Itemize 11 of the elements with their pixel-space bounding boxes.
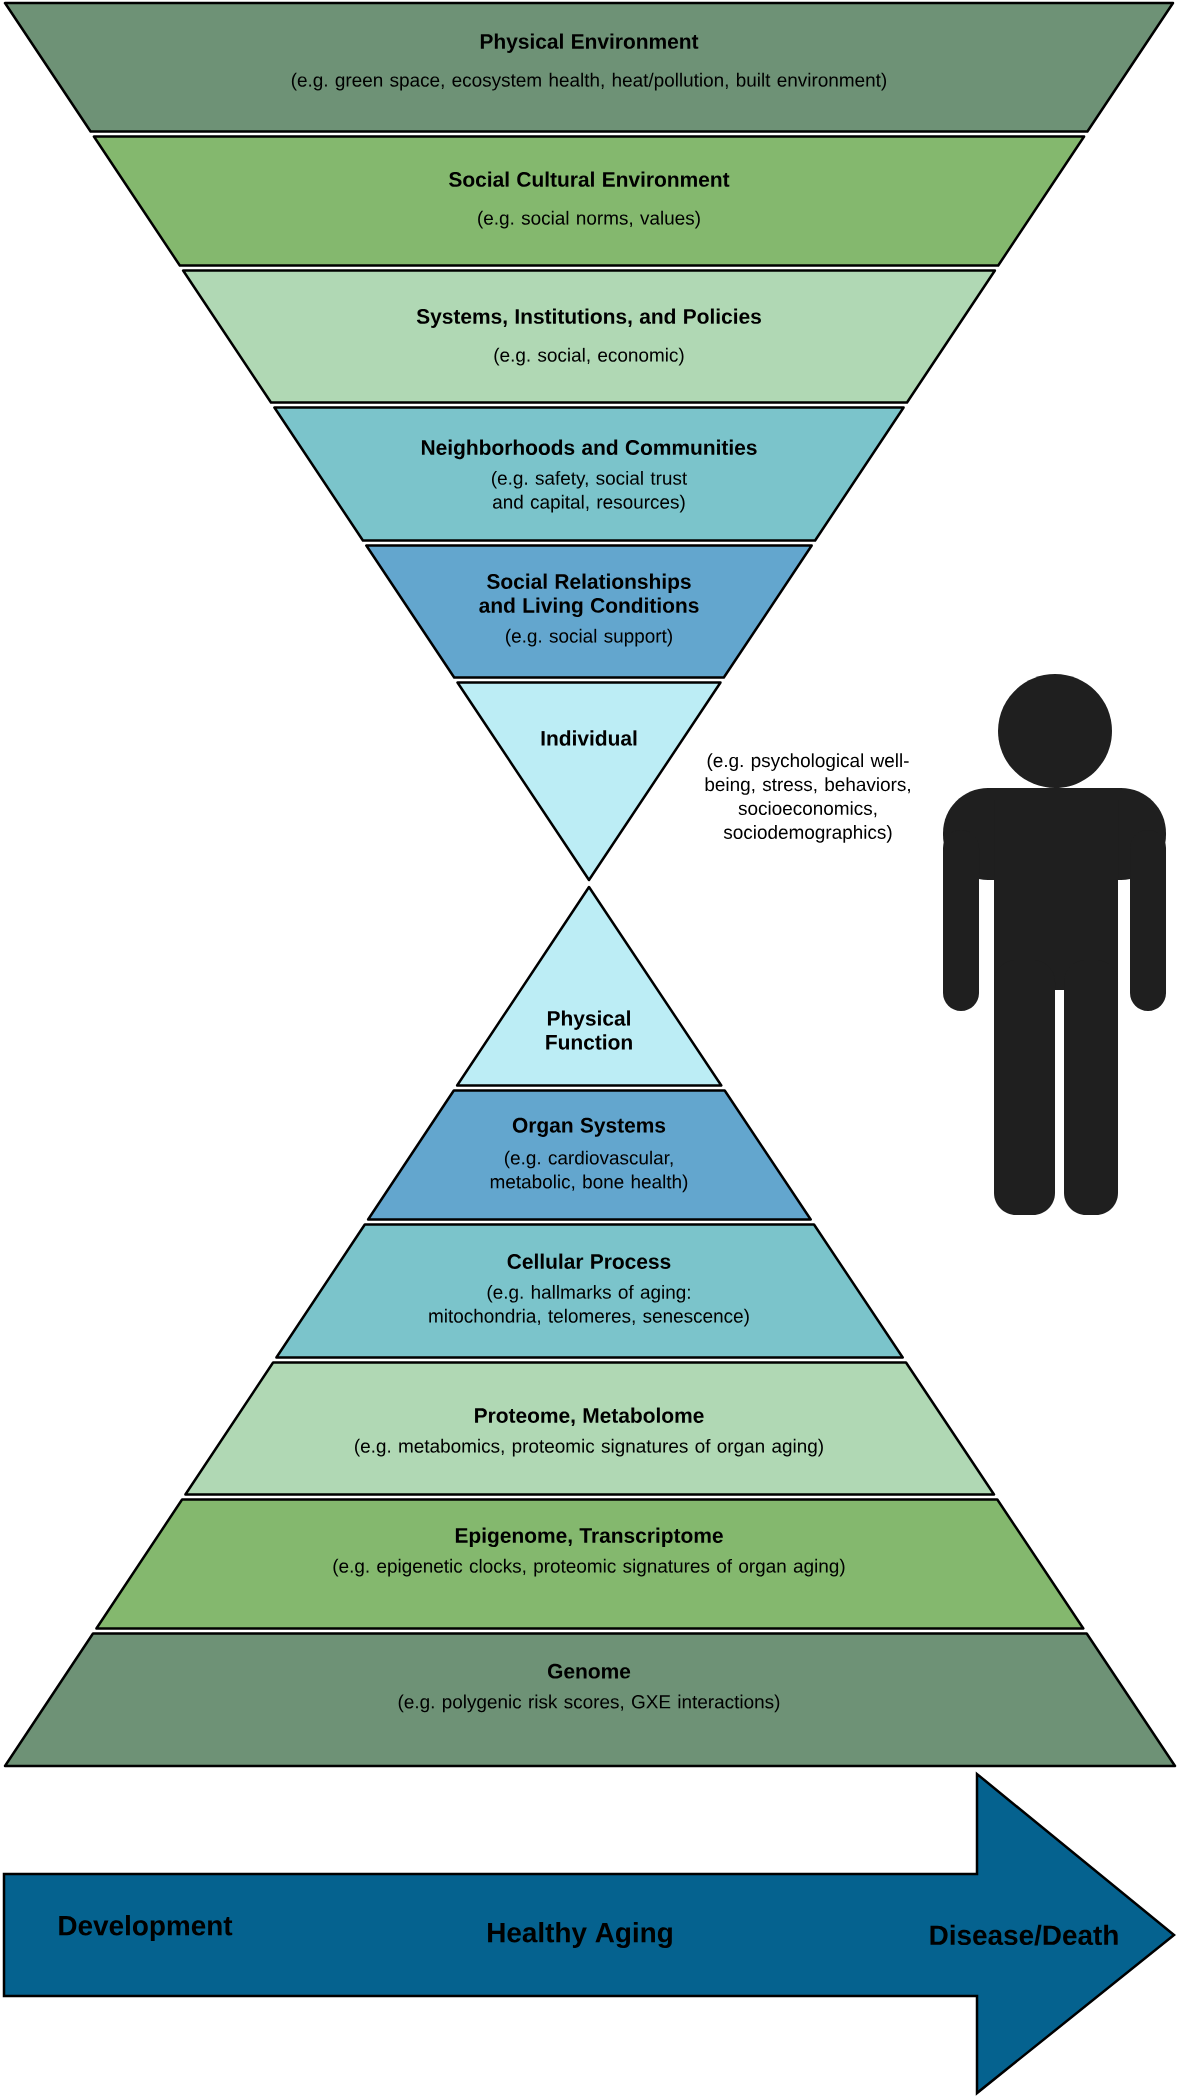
band: Physical Environment (e.g. green space, ecosystem health, heat/pollution, built environment) <box>3 1 1175 133</box>
band: Social Relationships and Living Conditions (e.g. social support) <box>365 544 813 679</box>
band: Genome (e.g. polygenic risk scores, GXE interactions) <box>3 1632 1177 1768</box>
band: Neighborhoods and Communities (e.g. safety, social trust and capital, resources) <box>273 406 905 542</box>
band: Proteome, Metabolome (e.g. metabomics, proteomic signatures of organ aging) <box>184 1361 996 1496</box>
band: Cellular Process (e.g. hallmarks of aging: mitochondria, telomeres, senescence) <box>275 1223 904 1359</box>
band: Organ Systems (e.g. cardiovascular, metabolic, bone health) <box>366 1089 812 1221</box>
band: Epigenome, Transcriptome (e.g. epigenetic clocks, proteomic signatures of organ aging) <box>95 1498 1085 1630</box>
band: Systems, Institutions, and Policies (e.g. social, economic) <box>181 269 997 404</box>
triangle: Physical Function <box>455 885 723 1087</box>
band: Social Cultural Environment (e.g. social norms, values) <box>92 135 1086 267</box>
